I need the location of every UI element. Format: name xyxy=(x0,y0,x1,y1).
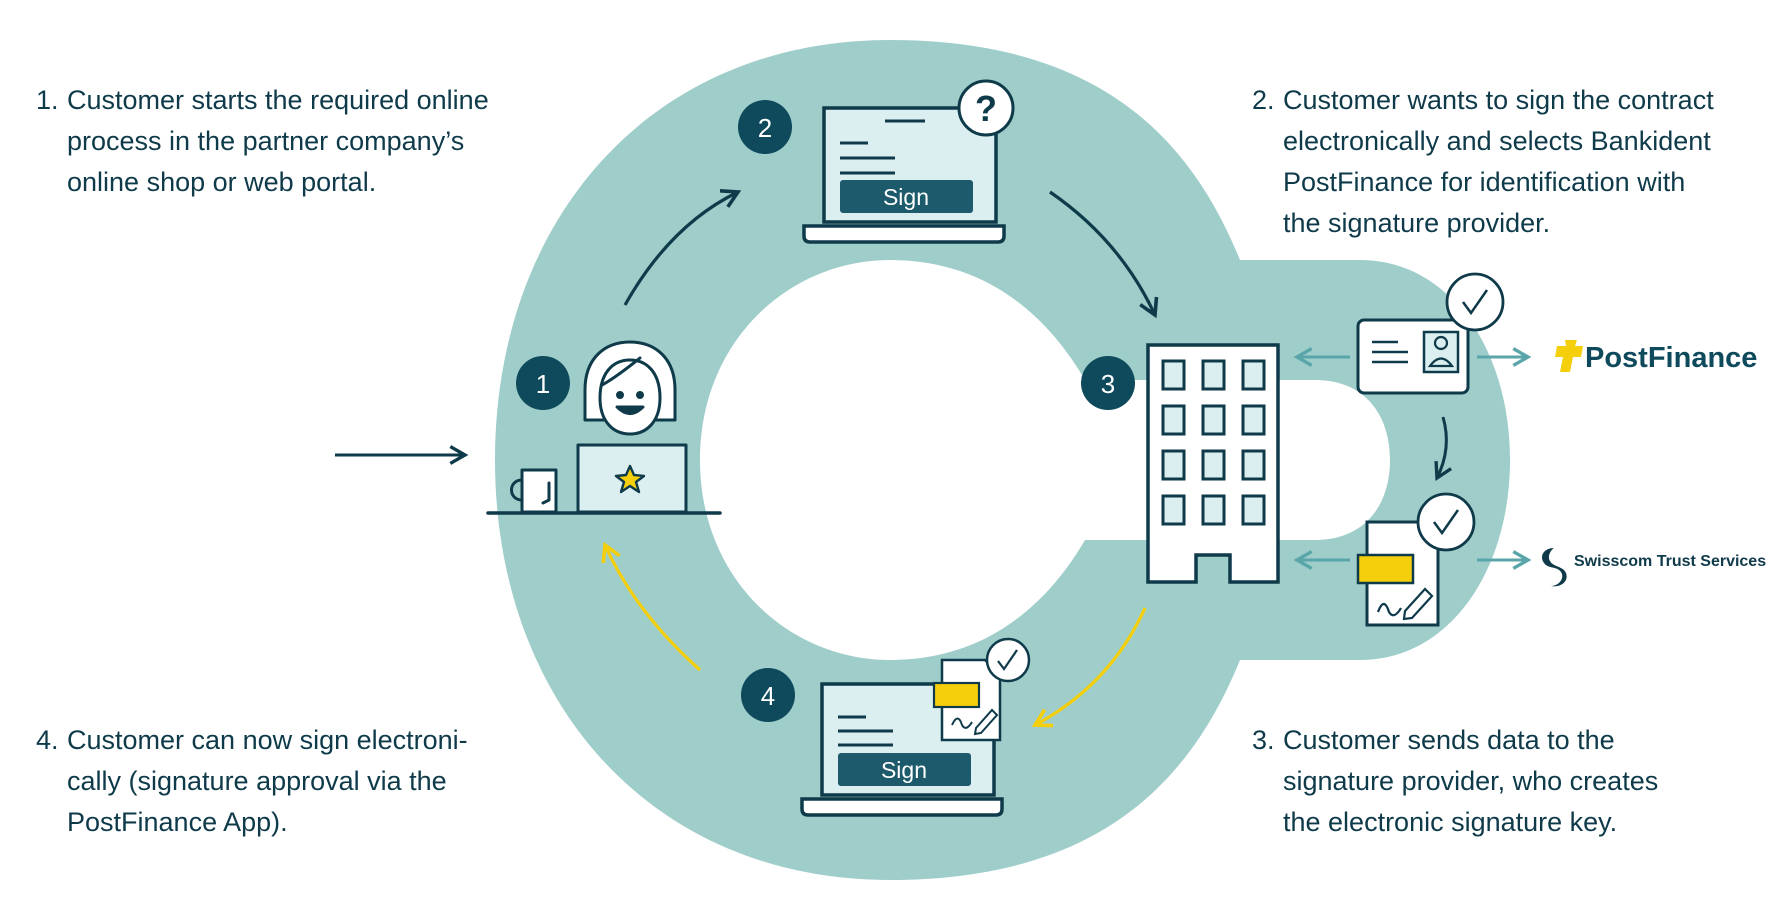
arrow-card-to-document xyxy=(1434,416,1453,482)
customer-at-laptop-icon xyxy=(486,340,722,515)
swisscom-logo xyxy=(1542,548,1567,587)
step-badge-1-label: 1 xyxy=(536,369,550,399)
ring-background xyxy=(495,40,1510,880)
step-3-number: 3. xyxy=(1252,725,1275,755)
laptop-sign-bottom-icon xyxy=(800,637,1031,817)
postfinance-label: PostFinance xyxy=(1585,342,1757,374)
sign-button-bottom: Sign xyxy=(881,757,927,783)
step-badge-4-label: 4 xyxy=(761,681,775,711)
step-1-number: 1. xyxy=(36,85,59,115)
sign-button-top: Sign xyxy=(883,184,929,210)
step-4-description: 4. Customer can now sign electroni- call… xyxy=(36,720,556,843)
arrow-4-to-1 xyxy=(601,541,702,672)
step-3-text: Customer sends data to the signature pro… xyxy=(1283,725,1659,837)
id-card-icon xyxy=(1356,272,1505,395)
question-mark-icon: ? xyxy=(975,88,997,129)
office-building-icon xyxy=(1146,343,1280,584)
arrow-2-to-3 xyxy=(1049,190,1159,319)
postfinance-logo xyxy=(1555,340,1583,372)
arrow-3-to-4 xyxy=(1031,607,1147,728)
step-1-text: Customer starts the required online proc… xyxy=(67,85,489,197)
laptop-sign-top-icon xyxy=(802,79,1015,244)
signed-document-icon xyxy=(1356,492,1476,627)
swisscom-label: Swisscom Trust Services xyxy=(1574,553,1766,570)
step-badge-2: 2 xyxy=(738,100,792,154)
step-badge-3: 3 xyxy=(1081,356,1135,410)
step-1-description: 1. Customer starts the required online p… xyxy=(36,80,556,203)
step-badge-2-label: 2 xyxy=(758,113,772,143)
step-badge-1: 1 xyxy=(516,356,570,410)
step-badge-4: 4 xyxy=(741,668,795,722)
step-2-number: 2. xyxy=(1252,85,1275,115)
step-2-description: 2. Customer wants to sign the contract e… xyxy=(1252,80,1772,244)
step-2-text: Customer wants to sign the contract elec… xyxy=(1283,85,1714,238)
arrow-1-to-2 xyxy=(623,189,742,306)
step-3-description: 3. Customer sends data to the signature … xyxy=(1252,720,1772,843)
step-badge-3-label: 3 xyxy=(1101,369,1115,399)
step-4-text: Customer can now sign electroni- cally (… xyxy=(67,725,468,837)
step-4-number: 4. xyxy=(36,725,59,755)
